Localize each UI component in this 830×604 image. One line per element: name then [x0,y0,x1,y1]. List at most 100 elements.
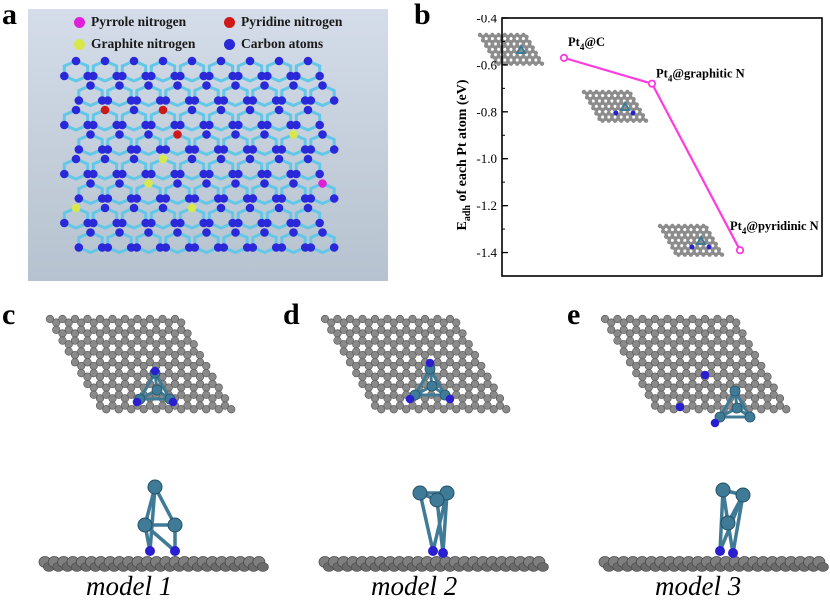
lattice-atom [260,81,269,90]
carbon-atom [89,369,98,378]
carbon-atom [58,336,67,345]
lattice-atom [190,194,200,203]
lattice-atom [147,169,156,179]
model-1-top-view [45,314,236,414]
hexagon-ring [294,59,322,83]
carbon-atom [70,358,80,367]
lattice-atom [74,194,84,203]
lattice-atom [158,203,168,213]
lattice-atom [216,105,226,115]
carbon-atom [189,347,198,356]
hexagon-ring [106,230,133,255]
lattice-atom [100,203,110,213]
hexagon-ring [251,132,278,157]
carbon-atom [145,358,155,367]
lattice-atom [187,154,197,164]
carbon-atom [164,405,173,414]
hexagon-ring [222,83,249,108]
carbon-atom [713,358,722,367]
carbon-atom [383,379,392,389]
carbon-atom [613,314,622,324]
carbon-atom [383,401,392,410]
carbon-atom [170,358,180,367]
lattice-atom [292,169,301,179]
carbon-atom [120,314,130,324]
hexagon-ring [149,157,177,181]
hexagon-ring [77,132,104,157]
series-line [559,53,745,255]
legend-item-pyrrole: Pyrrole nitrogen [74,14,186,30]
carbon-atom [675,358,685,367]
carbon-atom [402,325,411,334]
carbon-atom [769,383,778,392]
carbon-atom [108,401,117,410]
carbon-atom [625,336,635,345]
carbon-atom [669,369,678,378]
carbon-atom [445,379,455,389]
nitrogen-atom [728,548,738,558]
carbon-atom [120,379,130,389]
y-tick-label: -0.6 [476,57,497,72]
carbon-atom [70,314,80,324]
carbon-atom [663,379,672,389]
nitrogen-atom [445,394,455,404]
carbon-atom [439,325,448,334]
lattice-atom [176,71,185,81]
lattice-atom [205,218,214,228]
carbon-atom [177,325,186,334]
nitrogen-atom [428,546,438,556]
carbon-atom [713,379,722,389]
carbon-atom [470,350,480,360]
lattice-atom [248,145,258,154]
carbon-atom [464,369,473,378]
carbon-atom [152,325,161,334]
lattice-atom [147,71,156,81]
lattice-atom [234,120,243,130]
hexagon-ring [207,157,235,181]
carbon-atom [477,361,486,371]
lattice-atom [86,228,95,237]
hexagon-ring [135,132,162,157]
carbon-atom [139,325,148,334]
carbon-atom [707,390,716,399]
carbon-atom [433,401,442,410]
lattice-atom [219,96,229,105]
hexagon-ring [236,59,264,83]
carbon-atom [738,336,747,345]
model-1-label: model 1 [86,571,173,601]
carbon-atom [433,314,442,324]
hexagon-ring [120,59,148,83]
lattice-atom [86,130,95,139]
hexagon-ring [207,206,235,230]
lattice-atom [231,81,240,90]
lattice-atom [234,71,243,81]
carbon-atom [644,325,653,334]
lattice-atom [277,243,287,252]
carbon-atom [345,314,355,324]
lattice-atom [129,105,139,115]
carbon-atom [694,325,703,334]
nitrogen-atom [438,548,448,558]
carbon-atom [364,347,373,356]
carbon-atom [170,314,180,324]
carbon-atom [352,347,361,356]
carbon-atom [707,347,716,356]
carbon-atom [663,358,672,367]
lattice-atom [329,194,339,203]
carbon-atom [638,336,647,345]
legend-item-pyridine: Pyridine nitrogen [224,14,342,30]
carbon-atom [77,347,86,356]
carbon-atom [650,358,660,367]
carbon-atom [464,347,473,356]
hexagon-ring [135,230,162,255]
carbon-atom [663,314,672,324]
lattice-atom [132,243,142,252]
lattice-atom [292,218,301,228]
carbon-atom [682,325,691,334]
hexagon-ring [164,83,191,108]
carbon-atom [383,314,392,324]
nitrogen-atom [168,397,178,407]
lattice-atom [144,130,153,139]
carbon-atom [700,314,710,324]
lattice-atom [173,130,182,139]
